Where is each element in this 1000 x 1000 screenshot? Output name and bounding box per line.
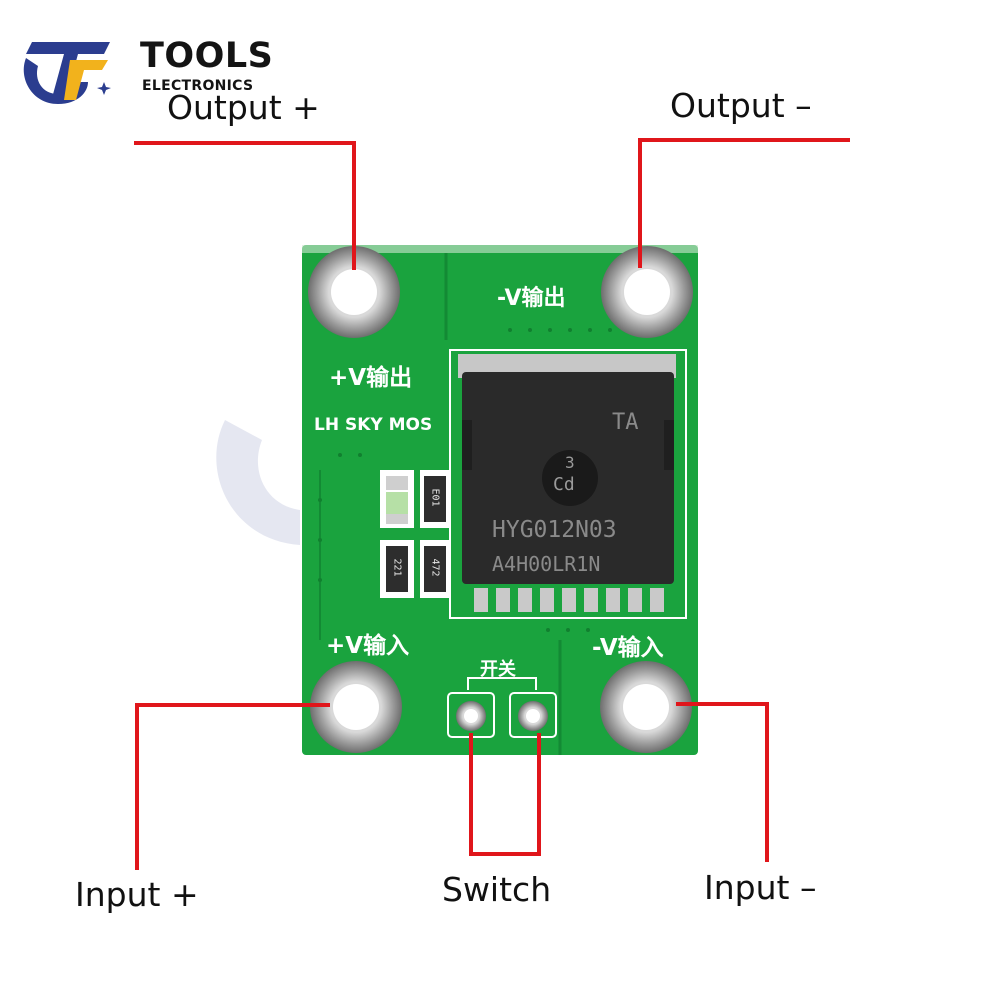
- brand-logo-icon: [23, 42, 111, 104]
- callout-lines: [134, 138, 850, 870]
- callout-line-input-minus: [676, 702, 769, 862]
- watermark: [216, 420, 300, 545]
- callout-line-input-plus: [135, 703, 330, 870]
- pad-output-minus: [601, 246, 693, 338]
- pad-input-minus: [600, 661, 692, 753]
- chip-logo-top: 3: [565, 453, 575, 472]
- resistor-code-r1: E01: [429, 488, 441, 507]
- callout-line-output-minus: [638, 138, 850, 268]
- silk-neg-in: -V输入: [592, 635, 664, 661]
- brand-subtitle: ELECTRONICS: [142, 78, 254, 94]
- chip-mark-ta: TA: [612, 410, 639, 435]
- label-output-plus: Output +: [167, 88, 320, 127]
- chip-logo-bottom: Cd: [553, 474, 575, 495]
- resistor-r1: [420, 470, 450, 528]
- callout-line-switch: [469, 733, 541, 856]
- resistor-r3: [420, 540, 450, 598]
- silk-pos-in: +V输入: [326, 633, 410, 659]
- led-component: [380, 470, 414, 528]
- chip-part-number: HYG012N03: [492, 517, 617, 543]
- resistor-code-r3: 472: [429, 558, 441, 577]
- resistor-code-r2: 221: [391, 558, 403, 577]
- label-output-minus: Output –: [670, 86, 812, 125]
- label-switch: Switch: [442, 870, 552, 909]
- pad-input-plus: [310, 661, 402, 753]
- silk-pos-out: +V输出: [329, 365, 413, 391]
- pad-output-plus: [308, 246, 400, 338]
- brand-name: TOOLS: [140, 36, 274, 76]
- label-input-plus: Input +: [75, 875, 199, 914]
- resistor-r2: [380, 540, 414, 598]
- pad-switch-2: [509, 692, 557, 738]
- chip-lot-code: A4H00LR1N: [492, 552, 601, 576]
- brand-logo: TOOLS ELECTRONICS: [18, 20, 273, 110]
- silk-model: LH SKY MOS: [314, 415, 433, 435]
- silk-neg-out: -V输出: [497, 286, 566, 311]
- mosfet-leads: [474, 588, 664, 612]
- mosfet-logo-dot: [542, 450, 598, 506]
- callout-line-output-plus: [134, 141, 356, 270]
- vias: [318, 328, 612, 632]
- silk-switch: 开关: [480, 659, 516, 680]
- label-input-minus: Input –: [704, 868, 817, 907]
